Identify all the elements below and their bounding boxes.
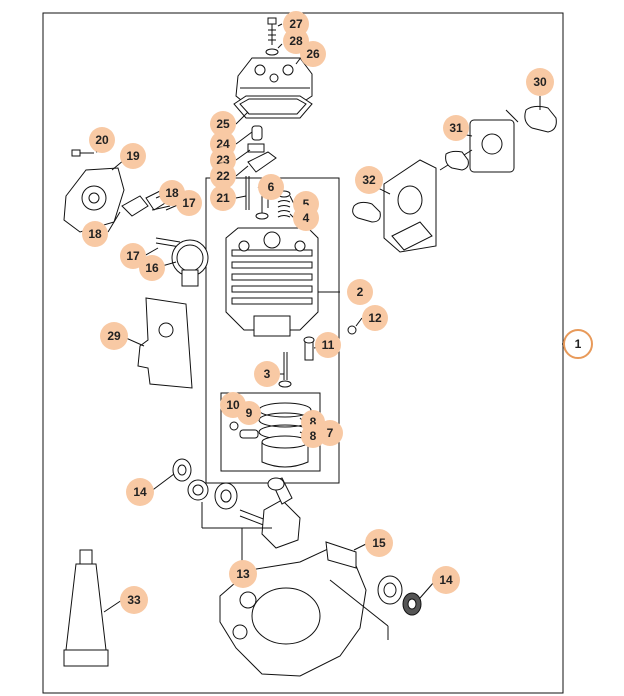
callout-21: 21 xyxy=(210,185,236,211)
svg-text:9: 9 xyxy=(246,406,253,420)
callout-11: 11 xyxy=(315,332,341,358)
svg-text:17: 17 xyxy=(182,196,196,210)
callout-31: 31 xyxy=(443,115,469,141)
cam-follower-part xyxy=(121,195,149,217)
callout-1: 1 xyxy=(563,329,593,359)
valve-bridge-part xyxy=(247,143,265,153)
svg-text:10: 10 xyxy=(226,398,240,412)
svg-text:4: 4 xyxy=(303,211,310,225)
circlip-part xyxy=(229,421,239,431)
svg-text:12: 12 xyxy=(368,311,382,325)
callout-30: 30 xyxy=(526,68,554,96)
carb-gasket-part xyxy=(524,105,557,133)
cylinder-part xyxy=(225,227,319,337)
flange-gasket-part xyxy=(352,201,381,223)
svg-text:6: 6 xyxy=(268,180,275,194)
svg-text:16: 16 xyxy=(145,261,159,275)
rocker-arm-part xyxy=(247,151,277,173)
callout-25: 25 xyxy=(210,111,236,137)
svg-text:31: 31 xyxy=(449,121,463,135)
cam-cover-screw-part xyxy=(71,149,94,157)
callout-17-bottom: 17 xyxy=(120,243,146,269)
svg-text:1: 1 xyxy=(575,337,582,351)
callout-7: 7 xyxy=(317,420,343,446)
callout-6: 6 xyxy=(258,174,284,200)
callout-26: 26 xyxy=(300,41,326,67)
svg-text:20: 20 xyxy=(95,133,109,147)
cover-screw-part xyxy=(267,17,277,45)
crank-gear-part xyxy=(187,479,209,501)
svg-text:11: 11 xyxy=(322,338,335,352)
svg-text:18: 18 xyxy=(88,227,102,241)
callout-20: 20 xyxy=(89,127,115,153)
svg-text:18: 18 xyxy=(165,186,179,200)
svg-text:8: 8 xyxy=(310,429,317,443)
oil-seal-part xyxy=(402,592,422,616)
svg-text:21: 21 xyxy=(216,191,230,205)
nut-part xyxy=(347,325,357,335)
intake-manifold-part xyxy=(383,159,437,253)
svg-text:5: 5 xyxy=(303,197,310,211)
sealant-tube-part xyxy=(63,549,109,667)
diagram-frame xyxy=(42,12,564,694)
callout-14-left: 14 xyxy=(126,478,154,506)
cam-cover-part xyxy=(63,167,125,233)
screw-part xyxy=(303,336,315,361)
callout-13: 13 xyxy=(229,560,257,588)
svg-text:25: 25 xyxy=(216,117,230,131)
svg-text:22: 22 xyxy=(216,169,230,183)
svg-text:2: 2 xyxy=(357,285,364,299)
bearing-part xyxy=(172,458,192,482)
valve-cover-part xyxy=(235,57,313,105)
callout-15: 15 xyxy=(365,529,393,557)
callout-19: 19 xyxy=(120,143,146,169)
cylinder-bolt-part xyxy=(278,352,292,388)
svg-text:13: 13 xyxy=(236,567,250,581)
callout-17-top: 17 xyxy=(176,190,202,216)
cover-gasket-part xyxy=(233,95,313,119)
svg-text:3: 3 xyxy=(264,367,271,381)
callout-18-bottom: 18 xyxy=(82,221,108,247)
svg-text:32: 32 xyxy=(362,173,376,187)
callout-32: 32 xyxy=(355,166,383,194)
svg-text:28: 28 xyxy=(289,34,303,48)
svg-text:33: 33 xyxy=(127,593,141,607)
callout-22: 22 xyxy=(210,163,236,189)
svg-text:30: 30 xyxy=(533,75,547,89)
svg-text:15: 15 xyxy=(372,536,386,550)
svg-text:17: 17 xyxy=(126,249,140,263)
camshaft-gear-part xyxy=(171,239,209,287)
svg-text:14: 14 xyxy=(439,573,453,587)
svg-text:27: 27 xyxy=(289,17,303,31)
crankshaft-part xyxy=(239,477,301,549)
callout-3: 3 xyxy=(254,361,280,387)
callout-29: 29 xyxy=(100,322,128,350)
svg-text:19: 19 xyxy=(126,149,140,163)
cover-washer-part xyxy=(265,48,279,56)
callout-14-right: 14 xyxy=(432,566,460,594)
crankcase-gasket-part xyxy=(137,297,193,389)
callout-4: 4 xyxy=(293,205,319,231)
crankcase-part xyxy=(219,541,367,677)
svg-text:8: 8 xyxy=(310,415,317,429)
svg-text:26: 26 xyxy=(306,47,320,61)
main-bearing-part xyxy=(214,482,238,510)
callout-2: 2 xyxy=(347,279,373,305)
valve-bush-part xyxy=(251,125,263,141)
svg-text:7: 7 xyxy=(327,426,334,440)
svg-text:29: 29 xyxy=(107,329,121,343)
crankcase-bearing-part xyxy=(377,575,403,605)
callout-9: 9 xyxy=(237,401,261,425)
callout-33: 33 xyxy=(120,586,148,614)
callout-12: 12 xyxy=(362,305,388,331)
piston-pin-part xyxy=(239,429,259,439)
callout-16: 16 xyxy=(139,255,165,281)
piston-part xyxy=(261,435,309,468)
svg-text:14: 14 xyxy=(133,485,147,499)
